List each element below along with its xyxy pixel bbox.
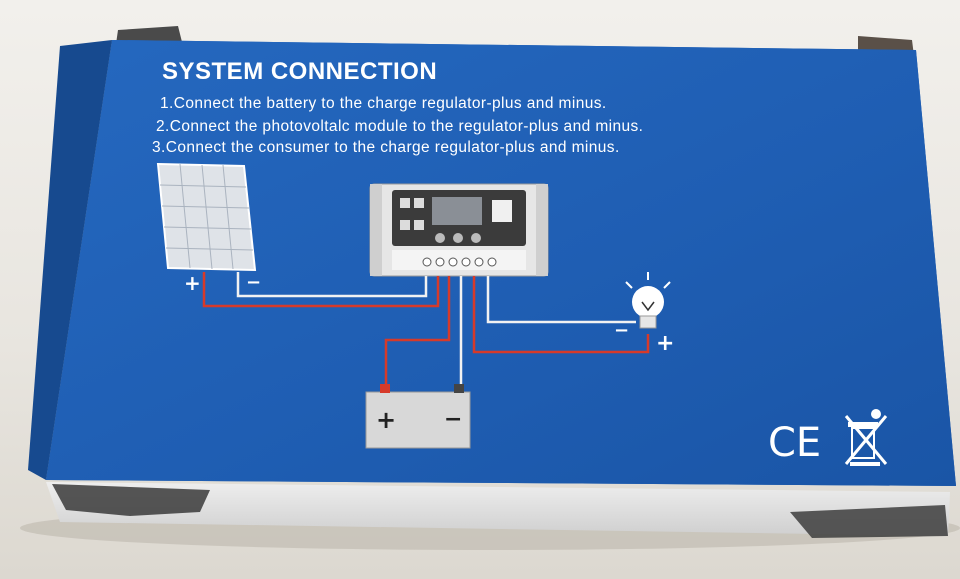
box-corner-bottom-right — [790, 505, 948, 538]
wiring — [202, 272, 650, 388]
box-bottom-edge — [46, 482, 950, 536]
battery-minus-sign: − — [444, 407, 462, 432]
heading: SYSTEM CONNECTION — [162, 58, 437, 85]
step-3: 3.Connect the consumer to the charge reg… — [152, 139, 620, 156]
lamp-plus-sign: + — [656, 331, 674, 356]
ce-mark: CE — [768, 420, 821, 466]
battery-illustration — [365, 384, 471, 449]
lamp-minus-sign: − — [614, 320, 629, 341]
panel-plus-sign: + — [184, 271, 201, 295]
step-2: 2.Connect the photovoltalc module to the… — [156, 118, 643, 135]
crossed-out-bin-icon — [844, 409, 888, 466]
step-1: 1.Connect the battery to the charge regu… — [160, 95, 607, 112]
lightbulb-icon — [625, 272, 671, 329]
solar-panel-illustration — [156, 162, 257, 272]
box-left-side — [28, 40, 112, 480]
box-corner-top-left — [116, 26, 182, 44]
box-corner-bottom-left — [52, 484, 210, 516]
battery-plus-sign: + — [376, 406, 396, 434]
panel-minus-sign: − — [246, 272, 261, 293]
charge-controller-illustration — [369, 183, 549, 277]
